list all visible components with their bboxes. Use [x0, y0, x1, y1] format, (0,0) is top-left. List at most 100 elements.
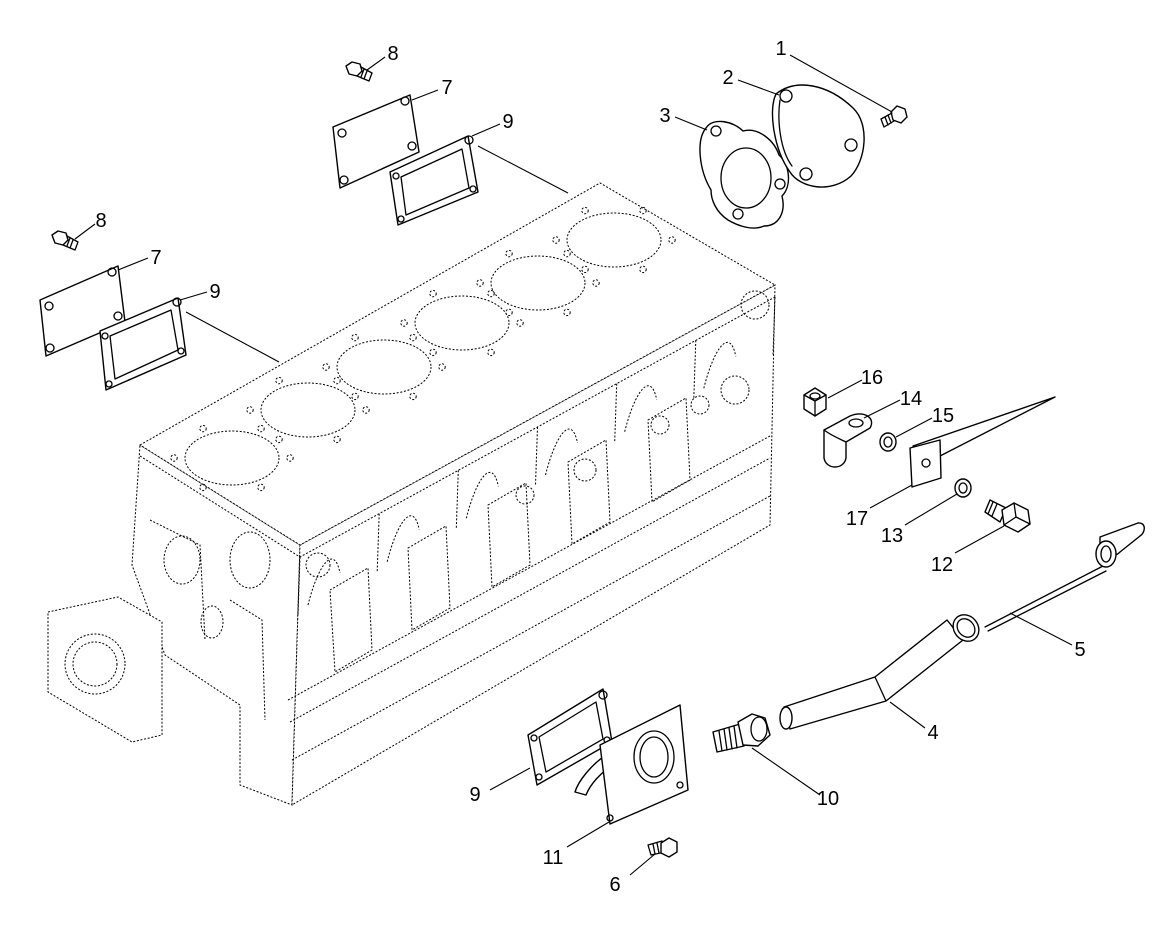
gasket-hole: [710, 125, 722, 137]
adapter-nut: [737, 713, 771, 747]
dipstick-group: [712, 522, 1145, 796]
plate-hole: [107, 267, 117, 277]
deck-bolt-hole: [409, 392, 417, 401]
left-cover-group: [39, 223, 280, 391]
side-pocket: [329, 567, 373, 673]
gasket-hole: [392, 172, 400, 180]
breather-cover-11[interactable]: [574, 704, 689, 825]
callout-9-lower: 9: [469, 784, 480, 806]
gasket-hole: [598, 690, 608, 700]
callout-15: 15: [932, 405, 954, 427]
deck-bolt-hole: [505, 249, 513, 258]
washer-13[interactable]: [954, 478, 972, 498]
cylinder-bore: [184, 430, 280, 486]
deck-bolt-hole: [639, 265, 647, 274]
tube-flare-inner: [956, 618, 976, 638]
deck-bolt-holes: [170, 206, 676, 492]
leader-line: [489, 767, 656, 876]
cover-plate-2[interactable]: [771, 84, 865, 188]
timing-flange: [47, 596, 163, 743]
nut-bore: [809, 392, 821, 400]
callout-9-left: 9: [209, 281, 220, 303]
deck-bolt-hole: [400, 319, 408, 327]
bracket-hole: [921, 458, 931, 468]
washer-15[interactable]: [879, 432, 897, 452]
callout-3: 3: [659, 105, 670, 127]
deck-bolt-hole: [668, 236, 676, 244]
side-pocket: [647, 397, 691, 503]
gasket-9-left[interactable]: [99, 297, 187, 391]
deck-bolt-hole: [199, 483, 207, 492]
callout-8-top: 8: [387, 43, 398, 65]
deck-bolt-hole: [476, 279, 484, 287]
timing-flange-bore-inner: [72, 641, 118, 687]
leader-line: [366, 56, 501, 137]
deck-bolt-hole: [429, 289, 437, 298]
deck-bolt-hole: [275, 376, 283, 385]
deck-bolt-hole: [275, 435, 283, 444]
deck-bolt-hole: [322, 363, 330, 371]
tube-bend: [874, 676, 887, 702]
deck-bolt-hole: [487, 348, 495, 357]
side-rib: [693, 340, 697, 399]
callout-7-left: 7: [150, 247, 161, 269]
plate-hole: [339, 175, 349, 185]
gasket-9-top[interactable]: [389, 135, 479, 226]
gasket-3[interactable]: [699, 120, 790, 229]
dipstick-tube-4[interactable]: [779, 610, 984, 730]
callout-12: 12: [931, 554, 953, 576]
deck-bolt-hole: [438, 363, 446, 371]
deck-bolt-hole: [333, 435, 341, 444]
cylinder-bore: [566, 212, 662, 268]
rear-boss: [305, 552, 331, 578]
callout-1: 1: [775, 38, 786, 60]
assembly-line: [185, 311, 280, 363]
washer-outer: [954, 478, 972, 498]
plate-hole: [407, 141, 417, 151]
callout-8-left: 8: [95, 210, 106, 232]
bolt-head: [51, 230, 69, 246]
gasket-hole: [469, 185, 477, 193]
callout-7-top: 7: [441, 77, 452, 99]
plate-edge: [778, 99, 793, 167]
callout-16: 16: [861, 367, 883, 389]
gasket-hole: [105, 380, 113, 388]
rear-boss: [740, 290, 770, 320]
bolt-6[interactable]: [647, 837, 678, 858]
cover-plate-7-top[interactable]: [332, 94, 420, 189]
side-rib: [535, 426, 538, 486]
clip-14[interactable]: [823, 413, 873, 468]
bolt-head-face: [1003, 502, 1031, 526]
bolt-12[interactable]: [984, 499, 1031, 533]
water-jacket-bay: [386, 515, 420, 562]
deck-bolt-hole: [592, 279, 600, 287]
bolt-8-top[interactable]: [345, 61, 373, 82]
front-boss: [229, 531, 271, 589]
bolt-head: [660, 837, 678, 858]
plate-hole: [799, 167, 813, 181]
adapter-10[interactable]: [712, 713, 771, 753]
nut-16[interactable]: [803, 387, 827, 417]
cover-hole: [606, 814, 614, 822]
gasket-hole: [464, 135, 474, 145]
deck-bolt-hole: [257, 483, 265, 492]
deck-bolt-hole: [639, 206, 647, 215]
dipstick-seal: [1095, 540, 1117, 568]
bracket-plate: [909, 439, 942, 488]
gasket-hole: [172, 297, 182, 307]
dipstick-5[interactable]: [984, 522, 1145, 632]
callout-2: 2: [722, 67, 733, 89]
leader-line: [674, 54, 893, 131]
gasket-body: [699, 120, 790, 229]
rear-boss: [650, 415, 670, 435]
block-deck: [139, 182, 777, 546]
bolt-1[interactable]: [880, 105, 908, 128]
gasket-hole: [535, 773, 543, 781]
gasket-outer: [99, 297, 187, 391]
bracket-17[interactable]: [909, 396, 1056, 488]
water-jacket-bay: [703, 341, 737, 389]
bolt-shank: [984, 499, 1007, 523]
deck-bolt-hole: [552, 236, 560, 244]
deck-bolt-hole: [199, 424, 207, 433]
bolt-8-left[interactable]: [51, 230, 79, 251]
